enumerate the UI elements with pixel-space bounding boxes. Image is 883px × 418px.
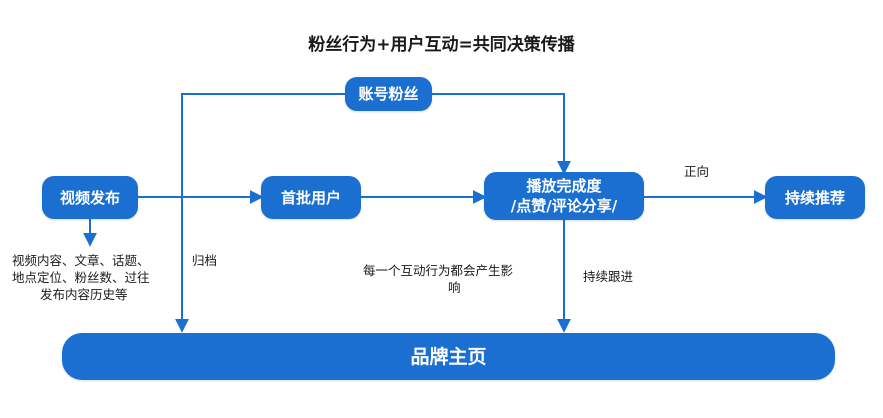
- node-video-publish: 视频发布: [42, 176, 138, 219]
- connector-fans-to-brand: [175, 93, 345, 333]
- label-interaction-note-line2: 响: [448, 280, 461, 295]
- label-video-details-line3: 发布内容历史等: [40, 287, 128, 302]
- label-interaction-note-line1: 每一个互动行为都会产生影: [363, 263, 514, 278]
- diagram-title: 粉丝行为+用户互动=共同决策传播: [308, 35, 575, 55]
- node-video-publish-label: 视频发布: [59, 188, 120, 207]
- node-play-completion-line2: /点赞/评论分享/: [510, 197, 618, 215]
- node-brand-homepage: 品牌主页: [62, 333, 835, 380]
- label-interaction-note: 每一个互动行为都会产生影 响: [363, 262, 543, 296]
- label-video-details-line1: 视频内容、文章、话题、: [12, 253, 150, 268]
- node-first-users: 首批用户: [261, 176, 361, 219]
- node-account-fans: 账号粉丝: [345, 77, 432, 111]
- node-continuous-recommend-label: 持续推荐: [784, 188, 845, 207]
- label-video-details-line2: 地点定位、粉丝数、过往: [12, 270, 150, 285]
- connector-fans-to-play: [432, 93, 571, 175]
- label-positive: 正向: [684, 164, 710, 179]
- node-account-fans-label: 账号粉丝: [358, 85, 419, 103]
- node-brand-homepage-label: 品牌主页: [410, 345, 487, 368]
- node-play-completion-line1: 播放完成度: [526, 177, 602, 195]
- label-archive: 归档: [192, 253, 218, 268]
- node-first-users-label: 首批用户: [280, 188, 341, 207]
- node-continuous-recommend: 持续推荐: [765, 176, 865, 219]
- label-video-details: 视频内容、文章、话题、 地点定位、粉丝数、过往 发布内容历史等: [12, 252, 182, 303]
- label-follow-up: 持续跟进: [583, 269, 634, 284]
- node-play-completion: 播放完成度 /点赞/评论分享/: [484, 172, 644, 220]
